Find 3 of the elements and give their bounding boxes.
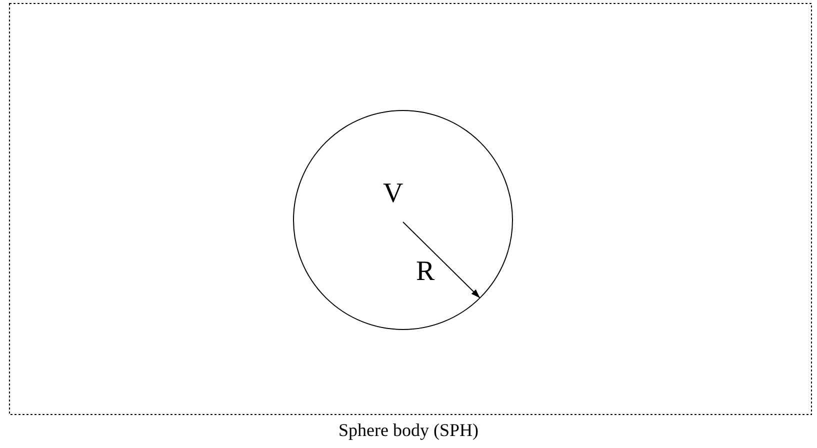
sphere-label: V [383,180,404,208]
dimension-label: R [416,258,435,286]
caption: Sphere body (SPH) [338,420,478,440]
